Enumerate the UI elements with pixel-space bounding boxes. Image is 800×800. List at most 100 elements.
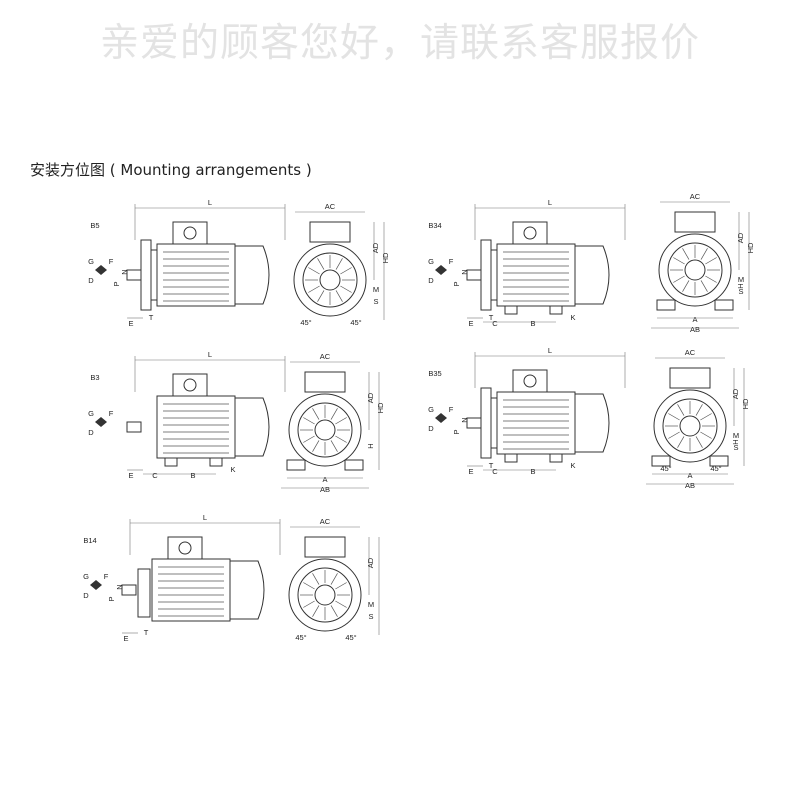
dim-E: E [123, 634, 128, 643]
dim-D: D [83, 591, 89, 600]
dim-A: A [687, 471, 692, 480]
arrangement-code: B35 [428, 369, 441, 378]
dim-H: H [736, 283, 745, 288]
dim-F: F [449, 405, 454, 414]
page-title: 安装方位图 ( Mounting arrangements ) [30, 161, 312, 179]
dim-S: S [368, 612, 373, 621]
dim-B: B [530, 319, 535, 328]
dim-C: C [492, 467, 498, 476]
dim-K: K [570, 461, 575, 470]
dim-T: T [489, 313, 494, 322]
dim-F: F [449, 257, 454, 266]
dim-N: N [120, 269, 129, 274]
dim-G: G [88, 257, 94, 266]
dim-AB: AB [320, 485, 330, 494]
dim-AC: AC [325, 202, 336, 211]
arrangement-code: B34 [428, 221, 441, 230]
dim-AC: AC [320, 517, 331, 526]
dim-K: K [230, 465, 235, 474]
dim-E: E [128, 471, 133, 480]
dim-AB: AB [690, 325, 700, 334]
dim-E: E [468, 319, 473, 328]
dim-D: D [428, 276, 434, 285]
dim-AB: AB [685, 481, 695, 490]
dim-H: H [366, 443, 375, 448]
dim-AD: AD [736, 232, 745, 243]
dim-L: L [208, 350, 212, 359]
dim-G: G [88, 409, 94, 418]
dim-AD: AD [371, 242, 380, 253]
dim-H: H [731, 439, 740, 444]
dim-B: B [530, 467, 535, 476]
dim-L: L [208, 198, 212, 207]
dim-F: F [109, 257, 114, 266]
dim-P: P [452, 429, 461, 434]
dim-T: T [144, 628, 149, 637]
arrangement-code: B14 [83, 536, 96, 545]
dim-M: M [373, 285, 379, 294]
dim-AC: AC [320, 352, 331, 361]
dim-L: L [548, 346, 552, 355]
dim-S: S [373, 297, 378, 306]
angle-45: 45° [295, 633, 306, 642]
dim-F: F [109, 409, 114, 418]
dim-M: M [368, 600, 374, 609]
dim-HD: HD [381, 252, 390, 263]
dim-P: P [107, 596, 116, 601]
dim-HD: HD [746, 242, 755, 253]
dim-G: G [428, 405, 434, 414]
side-view: B5 L P N G F D E T [88, 198, 286, 328]
dim-G: G [83, 572, 89, 581]
dim-AD: AD [366, 557, 375, 568]
dim-E: E [468, 467, 473, 476]
dim-C: C [492, 319, 498, 328]
dim-S: S [733, 443, 738, 452]
dim-P: P [112, 281, 121, 286]
side-view: B14 L P N G F D E T [83, 513, 281, 643]
dim-F: F [104, 572, 109, 581]
dim-HD: HD [741, 398, 750, 409]
dim-N: N [115, 584, 124, 589]
angle-45: 45° [710, 464, 721, 473]
dim-M: M [738, 275, 744, 284]
watermark-text: 亲爱的顾客您好，请联系客服报价 [99, 21, 700, 66]
dim-L: L [548, 198, 552, 207]
dim-T: T [489, 461, 494, 470]
dim-G: G [428, 257, 434, 266]
angle-45: 45° [350, 318, 361, 327]
dim-P: P [452, 281, 461, 286]
dim-T: T [149, 313, 154, 322]
dim-D: D [88, 276, 94, 285]
dim-C: C [152, 471, 158, 480]
angle-45: 45° [300, 318, 311, 327]
dim-AC: AC [690, 192, 701, 201]
dim-AD: AD [366, 392, 375, 403]
arrangement-code: B3 [90, 373, 99, 382]
dim-L: L [203, 513, 207, 522]
dim-A: A [692, 315, 697, 324]
dim-N: N [460, 417, 469, 422]
dim-M: M [733, 431, 739, 440]
dim-D: D [88, 428, 94, 437]
angle-45: 45° [660, 464, 671, 473]
dim-A: A [322, 475, 327, 484]
dim-HD: HD [376, 402, 385, 413]
dim-AC: AC [685, 348, 696, 357]
arrangement-code: B5 [90, 221, 99, 230]
dim-E: E [128, 319, 133, 328]
dim-AD: AD [731, 388, 740, 399]
